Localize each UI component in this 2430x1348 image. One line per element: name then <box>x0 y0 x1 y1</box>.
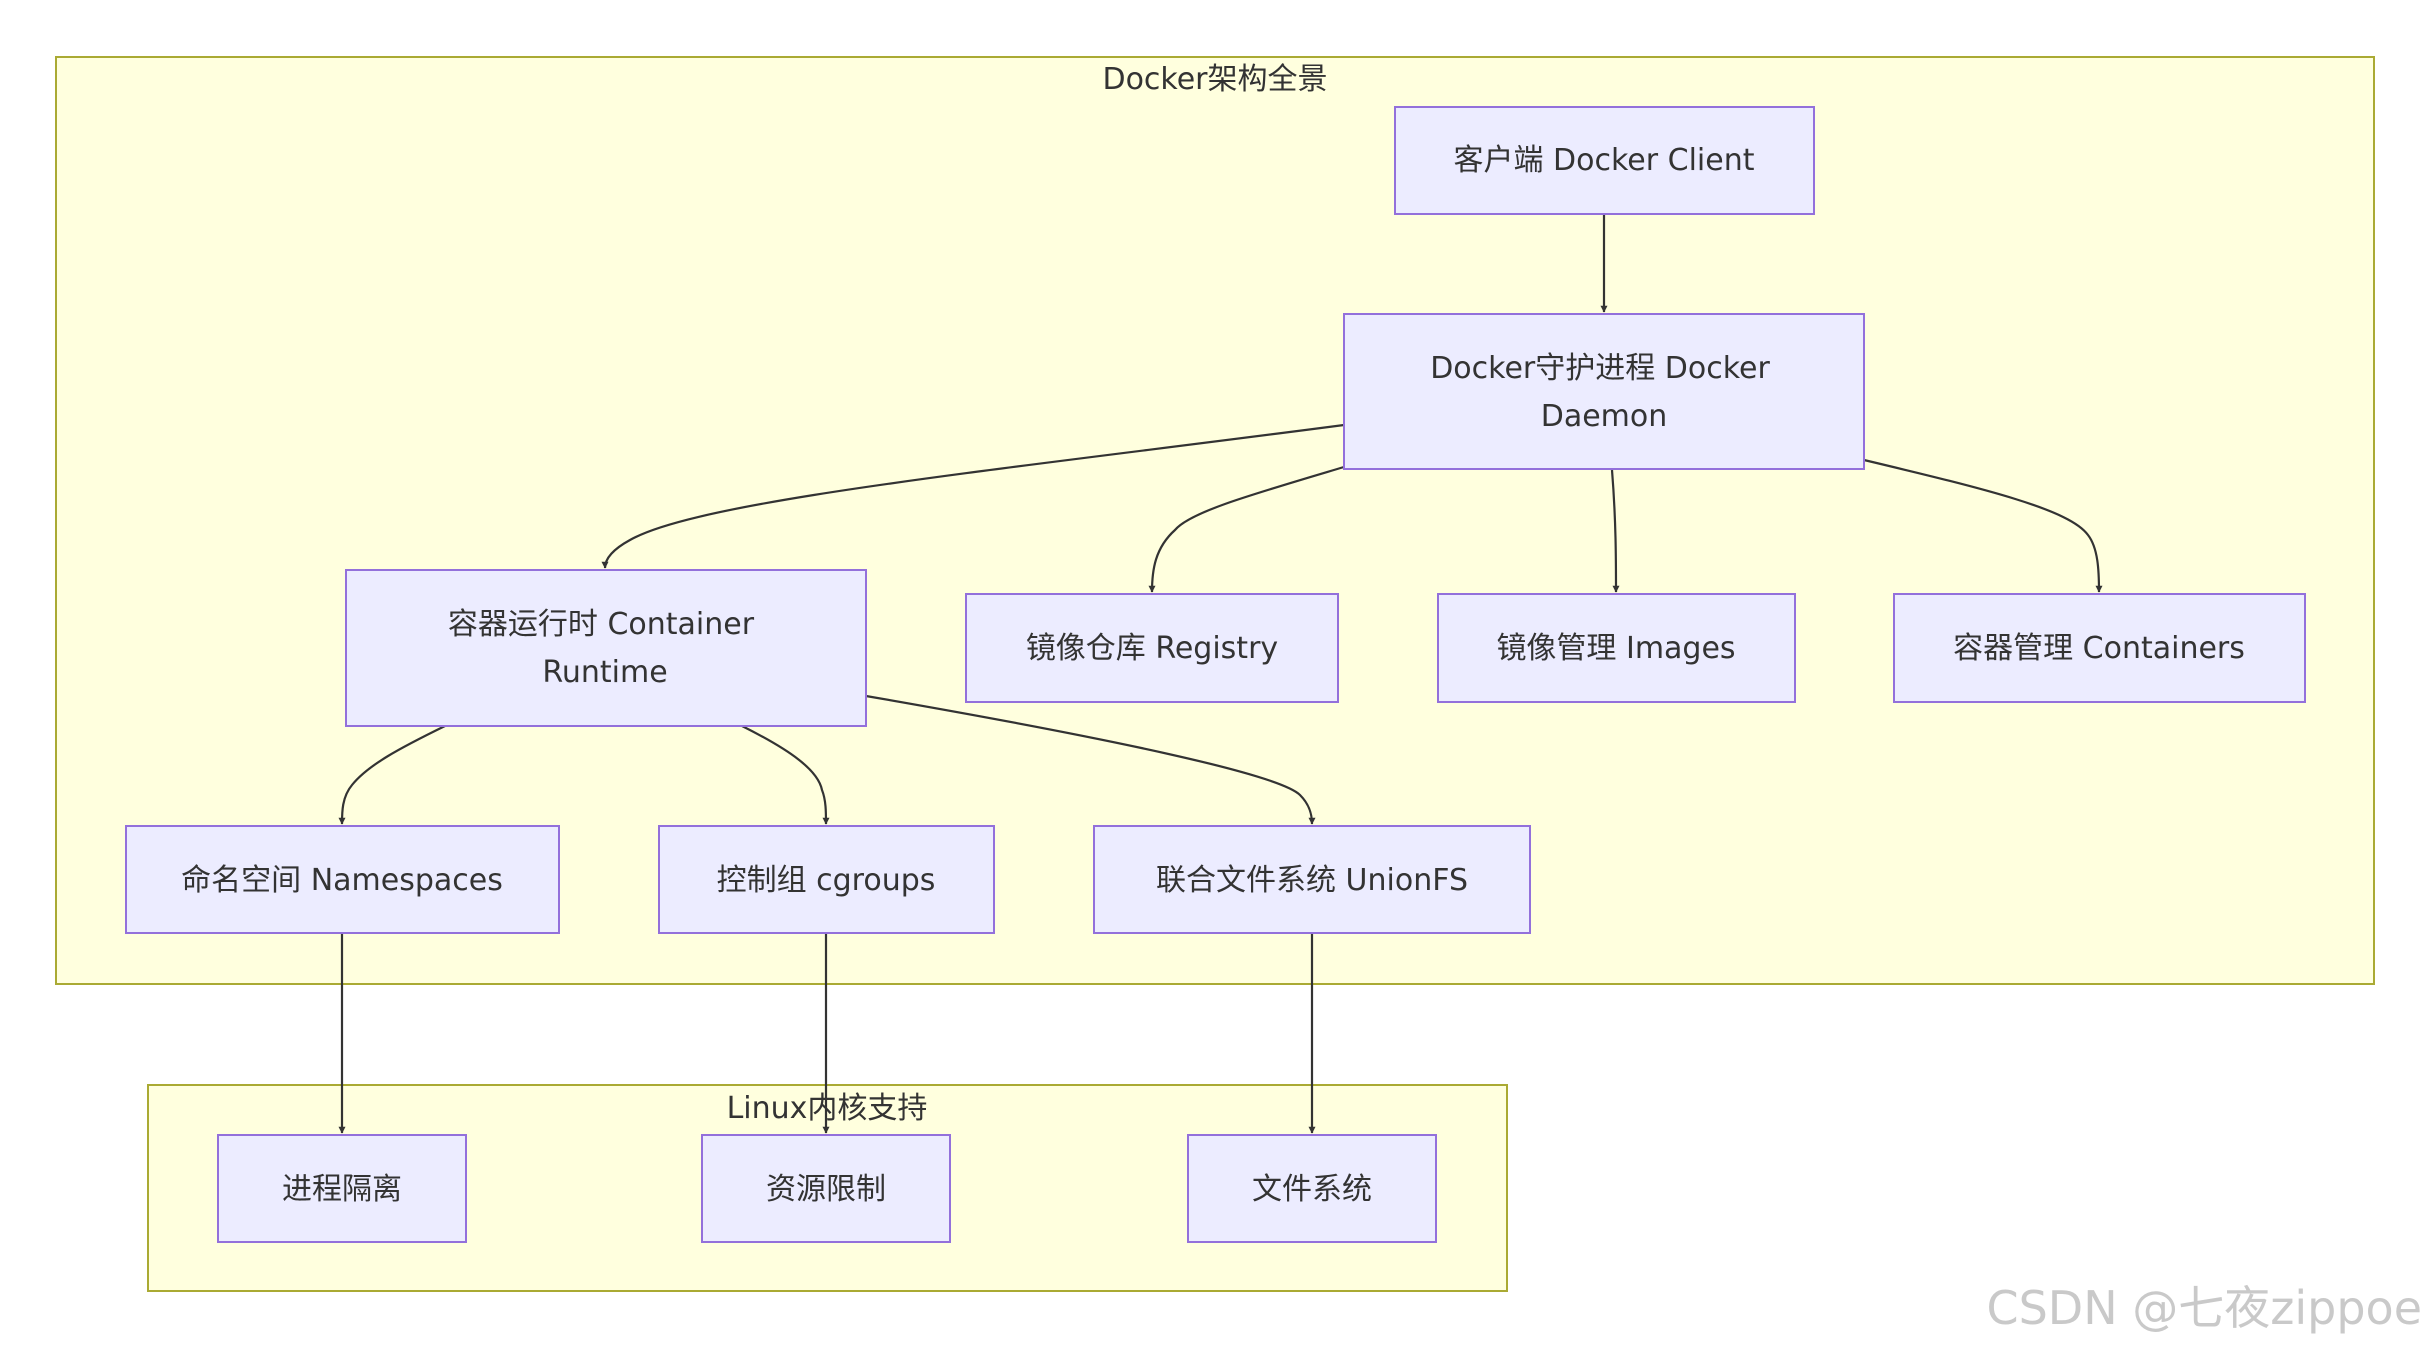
node-process-isolation-label: 进程隔离 <box>282 1172 402 1207</box>
node-cgroups[interactable]: 控制组 cgroups <box>658 825 995 934</box>
node-container-runtime-label-line2: Runtime <box>542 655 667 690</box>
node-images[interactable]: 镜像管理 Images <box>1437 593 1796 703</box>
edges <box>338 214 2103 1134</box>
node-file-system[interactable]: 文件系统 <box>1187 1134 1437 1243</box>
node-resource-limits[interactable]: 资源限制 <box>701 1134 951 1243</box>
node-resource-limits-label: 资源限制 <box>766 1172 886 1207</box>
node-registry[interactable]: 镜像仓库 Registry <box>965 593 1339 703</box>
node-docker-client-label: 客户端 Docker Client <box>1454 143 1755 178</box>
node-docker-daemon-label-line2: Daemon <box>1541 399 1668 434</box>
node-namespaces-label: 命名空间 Namespaces <box>181 863 503 898</box>
node-containers-label: 容器管理 Containers <box>1953 631 2245 666</box>
edge-daemon-images <box>1610 469 1620 593</box>
node-docker-daemon-label-line1: Docker守护进程 Docker <box>1430 351 1770 386</box>
csdn-watermark: CSDN @七夜zippoe <box>1986 1281 2422 1335</box>
node-unionfs[interactable]: 联合文件系统 UnionFS <box>1093 825 1531 934</box>
node-process-isolation[interactable]: 进程隔离 <box>217 1134 467 1243</box>
node-containers[interactable]: 容器管理 Containers <box>1893 593 2306 703</box>
node-docker-client[interactable]: 客户端 Docker Client <box>1394 106 1815 215</box>
node-container-runtime-label-line1: 容器运行时 Container <box>448 607 755 642</box>
node-registry-label: 镜像仓库 Registry <box>1026 631 1278 666</box>
cluster-docker-label: Docker架构全景 <box>1102 62 1327 97</box>
edge-runtime-unionfs <box>865 694 1316 825</box>
node-file-system-label: 文件系统 <box>1252 1172 1372 1207</box>
edge-daemon-containers <box>1863 458 2103 593</box>
node-docker-daemon[interactable]: Docker守护进程 Docker Daemon <box>1343 313 1865 470</box>
node-cgroups-label: 控制组 cgroups <box>717 863 936 898</box>
node-container-runtime[interactable]: 容器运行时 Container Runtime <box>345 569 867 727</box>
edge-runtime-cgroups <box>741 725 830 825</box>
node-unionfs-label: 联合文件系统 UnionFS <box>1156 863 1468 898</box>
node-images-label: 镜像管理 Images <box>1496 631 1735 666</box>
node-namespaces[interactable]: 命名空间 Namespaces <box>125 825 560 934</box>
edge-runtime-namespaces <box>338 725 446 825</box>
edge-daemon-runtime <box>601 423 1345 569</box>
edge-daemon-registry <box>1148 465 1345 593</box>
